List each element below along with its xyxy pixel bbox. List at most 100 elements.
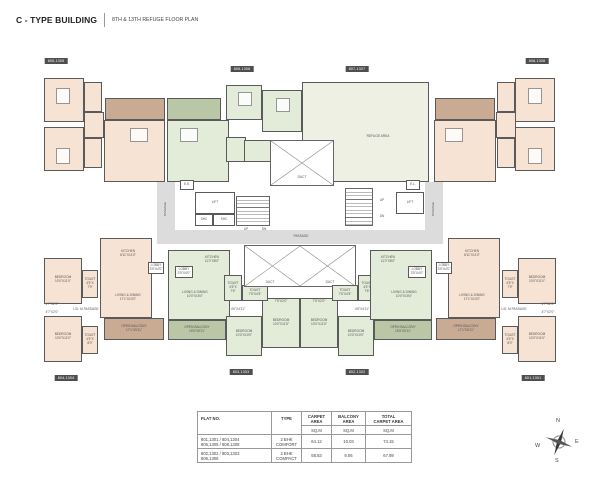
duct-bottom-left-label: DUCT bbox=[265, 280, 275, 285]
bl-bedroom-1 bbox=[44, 258, 82, 304]
bmr-kitchen-text: KITCHEN 11'0"X8'0" bbox=[380, 255, 396, 263]
bml-living-dining bbox=[168, 250, 230, 320]
row-type: 2 BHK COMPACT bbox=[271, 448, 302, 463]
col-total-carpet-area: TOTAL CARPET AREA bbox=[365, 411, 412, 426]
col-flat-no: FLAT NO. bbox=[197, 411, 272, 435]
br-balcony bbox=[436, 318, 496, 340]
tr-sofa-icon bbox=[445, 128, 463, 142]
passage-left: PASSAGE bbox=[157, 182, 175, 242]
page-title: C - TYPE BUILDING bbox=[16, 15, 98, 25]
passage-center-label: PASSAGE bbox=[293, 234, 309, 239]
el-label: E.L. bbox=[410, 182, 416, 187]
ee-label: E.E. bbox=[183, 182, 191, 187]
flat-tag-807-1307: 807,1307 bbox=[345, 66, 369, 72]
tl-toilet-2 bbox=[84, 138, 102, 168]
br-wb-1-text: 4'7"X2'0" bbox=[541, 302, 555, 307]
br-bedroom-1 bbox=[518, 258, 556, 304]
shaft-1 bbox=[195, 214, 213, 226]
duct-bottom-right-label: DUCT bbox=[325, 280, 335, 285]
bmr-balcony bbox=[374, 320, 432, 340]
row-balcony: 9.06 bbox=[331, 448, 366, 463]
flat-tag-808-1308: 808,1308 bbox=[525, 58, 549, 64]
bml-lobby-text: LOBBY 3'5"X4'0" bbox=[177, 267, 191, 275]
shaft-1-label: SHC bbox=[200, 217, 208, 222]
tl-living-dining bbox=[104, 120, 165, 182]
tml-toilet-1 bbox=[226, 137, 246, 162]
row-total: 74.15 bbox=[365, 434, 412, 449]
tl-balcony bbox=[105, 98, 165, 120]
lift-left bbox=[195, 192, 235, 214]
staircase-left bbox=[236, 196, 270, 226]
br-bedroom-1-text: BEDROOM 10'0"X11'0" bbox=[528, 275, 546, 283]
row-total: 67.89 bbox=[365, 448, 412, 463]
unit-carpet: SQ.M bbox=[301, 425, 332, 435]
bmr-bedroom-2-text: BEDROOM 10'0"X11'5" bbox=[310, 318, 328, 326]
br-passage-text: L/D. M PASSAGE bbox=[501, 307, 527, 312]
bml-wb-text: 7'5"X2'0" bbox=[274, 299, 288, 304]
area-table: FLAT NO. TYPE CARPET AREA BALCONY AREA T… bbox=[197, 411, 412, 463]
bl-toilet-1 bbox=[82, 270, 98, 298]
passage-right: PASSAGE bbox=[425, 182, 443, 242]
bl-lobby bbox=[148, 262, 164, 274]
bmr-living-text: LIVING & DINING 10'0"X15'0" bbox=[391, 290, 417, 298]
bmr-balcony-text: OPEN BALCONY 15'5"X5'11" bbox=[390, 325, 416, 333]
tl-bed-icon bbox=[56, 148, 70, 164]
tml-toilet-2 bbox=[244, 140, 272, 162]
br-toilet-1 bbox=[502, 270, 518, 298]
compass-rose-icon: N E S W bbox=[535, 418, 583, 466]
refuge-area-label: REFUGE AREA bbox=[366, 134, 390, 139]
bl-toilet-1-text: TOILET 4'5"X 7'9" bbox=[84, 277, 96, 289]
tr-toilet-1 bbox=[497, 82, 515, 112]
bml-bedroom-2-text: BEDROOM 10'0"X11'5" bbox=[272, 318, 290, 326]
bmr-passage-text: 4'6"X4'11" bbox=[354, 307, 370, 312]
bmr-wb-text: 7'5"X2'0" bbox=[312, 299, 326, 304]
bmr-living-dining bbox=[370, 250, 432, 320]
el-box bbox=[406, 180, 420, 190]
br-lobby-text: LOBBY 3'5"X4'0" bbox=[437, 263, 451, 271]
row-carpet: 64.12 bbox=[301, 434, 332, 449]
bmr-lobby bbox=[408, 266, 426, 278]
bmr-toilet-2 bbox=[332, 285, 358, 301]
flat-tag-805-1305: 805,1305 bbox=[44, 58, 68, 64]
passage-left-label: PASSAGE bbox=[163, 202, 167, 217]
bl-toilet-2-text: TOILET 4'5"X 8'0" bbox=[84, 333, 96, 345]
bl-living-dining bbox=[100, 238, 152, 318]
table-header-row: FLAT NO. TYPE CARPET AREA BALCONY AREA T… bbox=[197, 411, 412, 435]
bl-kitchen-text: KITCHEN 8'11"X11'0" bbox=[120, 249, 136, 257]
bl-bedroom-2-text: BEDROOM 10'0"X11'0" bbox=[54, 332, 72, 340]
col-carpet-area: CARPET AREA bbox=[301, 411, 332, 426]
stair-up-left: UP bbox=[243, 227, 249, 232]
bmr-toilet-1-text: TOILET 4'5"X 7'6" bbox=[361, 281, 373, 293]
duct-top bbox=[270, 140, 334, 186]
br-toilet-2 bbox=[502, 326, 518, 354]
bl-lobby-text: LOBBY 3'5"X4'0" bbox=[149, 263, 163, 271]
bml-bedroom-1-text: BEDROOM 10'0"X10'0" bbox=[235, 329, 253, 337]
bml-toilet-1-text: TOILET 4'5"X 7'6" bbox=[227, 281, 239, 293]
bl-bedroom-2 bbox=[44, 316, 82, 362]
bl-wb-2-text: 4'7"X2'0" bbox=[45, 310, 59, 315]
tml-bed-icon bbox=[276, 98, 290, 112]
staircase-right bbox=[345, 188, 373, 226]
table-row: 802,1302 / 803,1303 806,1306 2 BHK COMPA… bbox=[197, 448, 412, 463]
br-balcony-text: OPEN BALCONY 17'1"X5'11" bbox=[453, 324, 479, 332]
bmr-bedroom-1 bbox=[338, 316, 374, 356]
header-divider bbox=[104, 13, 106, 27]
lift-right bbox=[396, 192, 424, 214]
br-lobby bbox=[436, 262, 452, 274]
tml-balcony bbox=[167, 98, 221, 120]
passage-center bbox=[157, 230, 443, 244]
bmr-lobby-text: LOBBY 3'5"X4'0" bbox=[410, 267, 424, 275]
page-header: C - TYPE BUILDING 8TH & 13TH REFUGE FLOO… bbox=[16, 13, 198, 27]
tl-bed-icon bbox=[56, 88, 70, 104]
br-toilet-2-text: TOILET 4'5"X 8'0" bbox=[504, 333, 516, 345]
duct-top-label: DUCT bbox=[297, 175, 307, 180]
tml-bed-icon bbox=[238, 92, 252, 106]
unit-total: SQ.M bbox=[365, 425, 412, 435]
stair-dn-right: DN bbox=[379, 214, 385, 219]
tl-toilet-1 bbox=[84, 82, 102, 112]
shaft-2 bbox=[213, 214, 235, 226]
tl-passage bbox=[84, 112, 104, 138]
flat-tag-801-1301: 801,1301 bbox=[521, 375, 545, 381]
bml-balcony bbox=[168, 320, 226, 340]
br-living-dining bbox=[448, 238, 500, 318]
